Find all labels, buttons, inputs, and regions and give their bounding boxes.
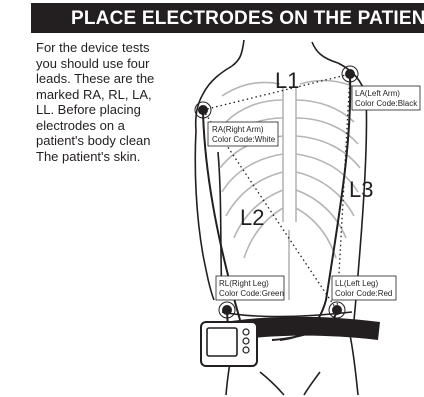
waist-outline	[222, 312, 352, 317]
hip-detail-right	[304, 372, 320, 395]
monitor-button-icon	[243, 347, 249, 353]
ra-tag-name: RA(Right Arm)	[212, 125, 264, 134]
neck-line-left	[232, 40, 244, 66]
la-tag-name: LA(Left Arm)	[355, 89, 400, 98]
ll-tag-name: LL(Left Leg)	[335, 279, 378, 288]
belt-and-monitor	[200, 317, 380, 366]
ll-tag-color-code: Color Code:Red	[335, 289, 392, 298]
clavicle-right	[222, 83, 280, 97]
sternum	[283, 86, 296, 222]
ra-tag: RA(Right Arm) Color Code:White	[208, 122, 278, 146]
ecg-monitor-screen	[207, 328, 237, 356]
hip-detail	[260, 372, 284, 395]
la-tag: LA(Left Arm) Color Code:Black	[352, 86, 420, 110]
rl-tag: RL(Right Leg) Color Code:Green	[216, 276, 284, 300]
monitor-button-icon	[243, 338, 249, 344]
ra-tag-color-code: Color Code:White	[212, 135, 276, 144]
right-arm-outline	[195, 130, 214, 300]
neck-line-right	[312, 42, 338, 63]
rib-cage	[220, 81, 360, 300]
rib	[296, 136, 360, 168]
rl-tag-name: RL(Right Leg)	[219, 279, 269, 288]
lead-l2-label: L2	[240, 205, 264, 230]
ll-tag: LL(Left Leg) Color Code:Red	[332, 276, 396, 300]
lead-l3-label: L3	[349, 177, 373, 202]
electrode-la-pad	[345, 69, 355, 79]
monitor-button-icon	[243, 329, 249, 335]
lead-l1-label: L1	[275, 68, 299, 93]
electrode-rl-pad	[222, 305, 232, 315]
la-tag-color-code: Color Code:Black	[355, 99, 418, 108]
rl-tag-color-code: Color Code:Green	[219, 289, 284, 298]
rib	[296, 208, 336, 258]
pelvis-right	[350, 335, 358, 395]
electrode-ra-pad	[198, 105, 208, 115]
electrode-ll-pad	[332, 305, 342, 315]
